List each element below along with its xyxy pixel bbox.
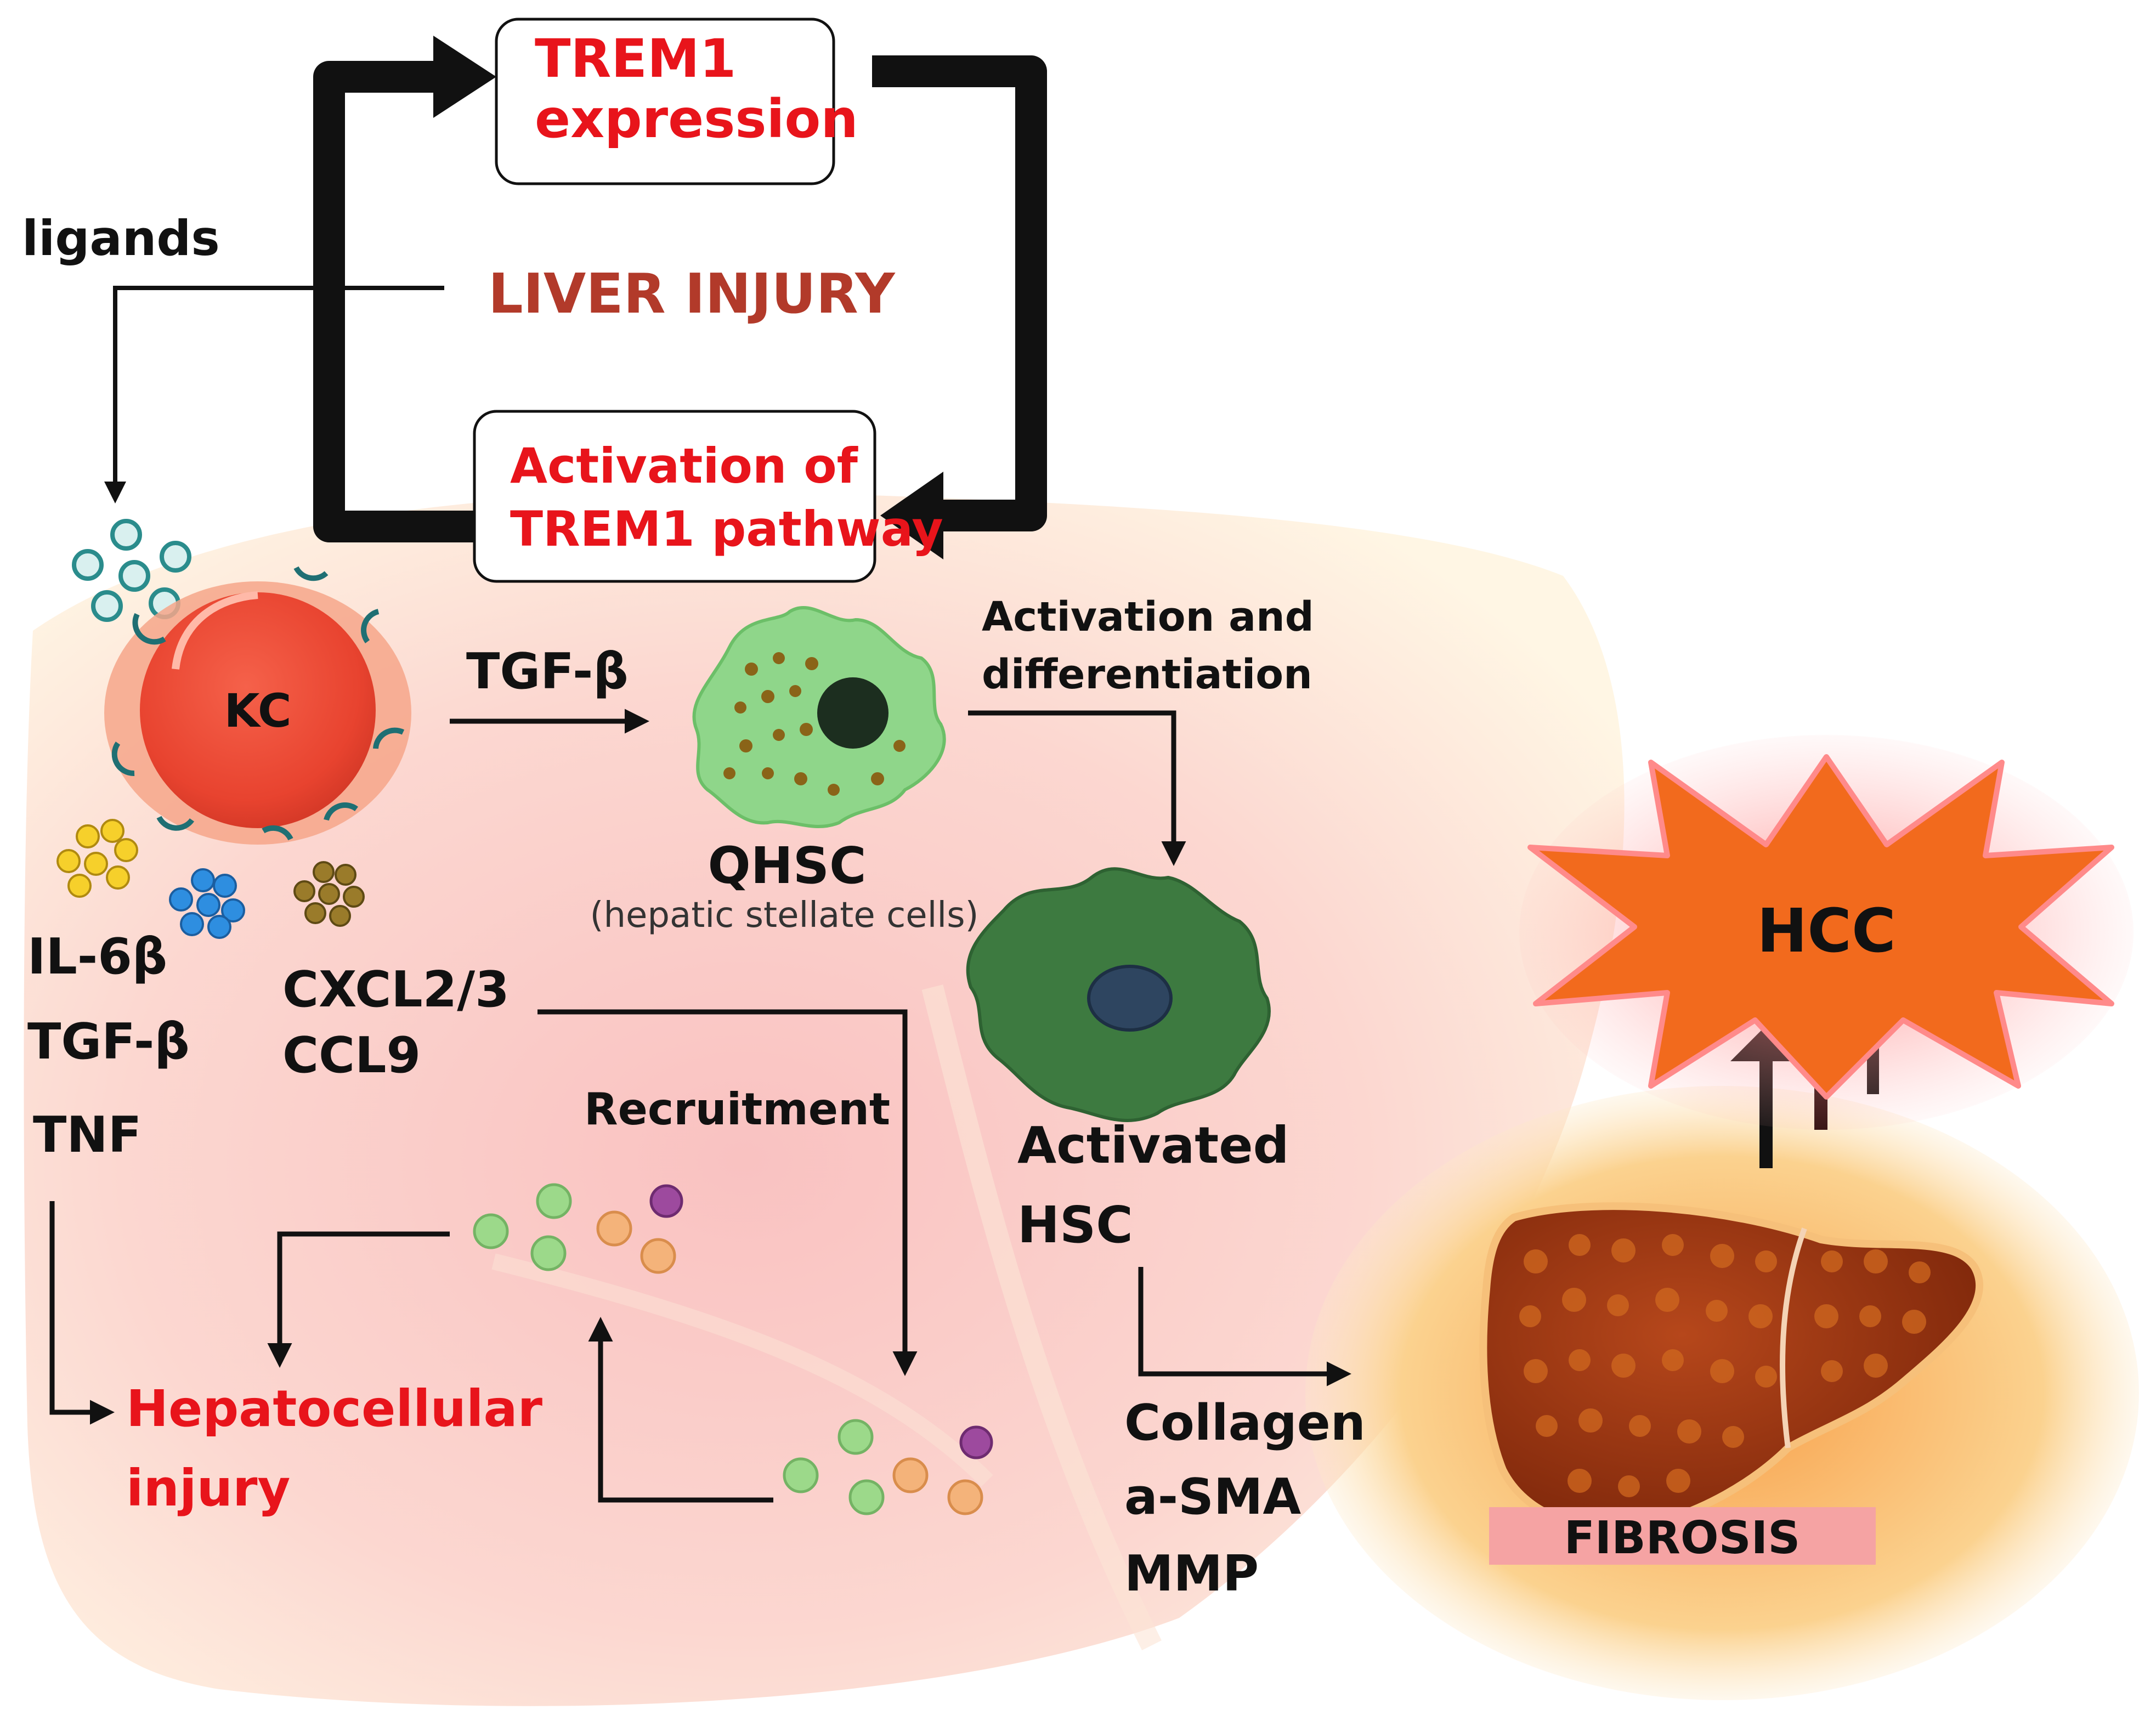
qhsc-granules: [723, 652, 906, 796]
tnf-arrow: [49, 1201, 115, 1425]
trem1-receptors: [111, 566, 405, 841]
trem1-expression-line1: TREM1: [535, 28, 736, 89]
ligands-arrow: [104, 286, 444, 503]
cytokine-cluster-yellow: [56, 819, 138, 898]
recruitment-label: Recruitment: [584, 1084, 890, 1135]
qhsc-label: QHSC: [708, 836, 867, 895]
hcc-starburst: [1527, 754, 2114, 1100]
product-mmp: MMP: [1124, 1545, 1259, 1603]
loop-arrowhead-up: [433, 36, 496, 118]
liver-background-vein: [921, 984, 1162, 1650]
hepatocellular-injury-line2: injury: [126, 1459, 290, 1518]
hsc-fibrosis-arrow: [1138, 1267, 1351, 1386]
loop-arrow-right: [872, 55, 1047, 531]
product-asma: a-SMA: [1124, 1468, 1301, 1526]
cirrhotic-nodules: [1519, 1234, 1931, 1497]
fibrosis-label: FIBROSIS: [1564, 1512, 1801, 1564]
cytokine-tnf: TNF: [33, 1106, 142, 1164]
activated-hsc-line2: HSC: [1017, 1196, 1133, 1254]
liver-background-vein: [491, 1253, 993, 1487]
activated-hsc-line1: Activated: [1017, 1116, 1289, 1175]
activation-arrow: [968, 710, 1186, 866]
chemokine-arrow: [537, 1009, 918, 1376]
recruited-cells-upper: [473, 1183, 683, 1274]
activation-differentiation-line1: Activation and: [982, 593, 1314, 641]
hepatocellular-injury-line1: Hepatocellular: [126, 1379, 543, 1438]
activation-trem1-line1: Activation of: [510, 438, 859, 494]
product-collagen: Collagen: [1124, 1394, 1366, 1452]
activated-hsc-nucleus: [1087, 965, 1173, 1032]
loop-arrowhead-down: [880, 472, 943, 559]
liver-background-shape: [24, 491, 1625, 1706]
activation-trem1-box: [473, 410, 876, 583]
tgf-arrow-label: TGF-β: [466, 643, 629, 700]
cytokine-tgfb: TGF-β: [27, 1013, 190, 1071]
activation-differentiation-line2: differentiation: [982, 651, 1312, 698]
liver-injury-label: LIVER INJURY: [488, 262, 896, 326]
qhsc-nucleus: [817, 677, 889, 749]
chemokine-ccl9: CCL9: [282, 1027, 421, 1084]
cirrhotic-liver-lobe-split: [1780, 1227, 1807, 1448]
kc-highlight: [172, 591, 258, 670]
qhsc-sublabel: (hepatic stellate cells): [590, 895, 979, 936]
activation-trem1-line2: TREM1 pathway: [510, 501, 943, 557]
return-arrow: [588, 1317, 773, 1503]
kc-cell: [140, 592, 376, 828]
loop-arrow-left: [313, 61, 483, 542]
kc-label: KC: [224, 684, 292, 738]
cytokine-il6: IL-6β: [27, 928, 167, 986]
trem1-expression-box: [495, 18, 835, 185]
fibrosis-bar: [1489, 1507, 1876, 1565]
recruited-cells-lower: [783, 1419, 993, 1515]
hcc-label: HCC: [1757, 896, 1896, 966]
chemokine-cxcl: CXCL2/3: [282, 961, 510, 1018]
ligands-label: ligands: [22, 210, 220, 267]
injury-arrow-from-cells: [267, 1231, 450, 1368]
cytokine-cluster-blue: [169, 868, 245, 939]
cytokine-cluster-brown: [293, 861, 365, 927]
trem1-expression-line2: expression: [535, 88, 858, 150]
